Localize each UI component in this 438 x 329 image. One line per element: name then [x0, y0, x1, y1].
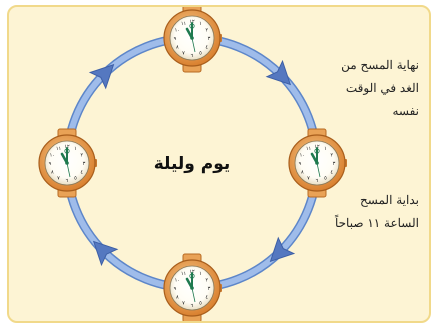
center-label: يوم وليلة [154, 154, 231, 174]
svg-text:٥: ٥ [199, 51, 202, 57]
svg-text:٥: ٥ [74, 176, 77, 182]
svg-text:١١: ١١ [181, 271, 186, 277]
note-start-line-1: بداية المسح [360, 193, 419, 207]
svg-text:١: ١ [324, 146, 327, 152]
svg-text:٦: ٦ [316, 178, 319, 184]
svg-text:٤: ٤ [205, 294, 208, 300]
svg-text:٩: ٩ [299, 161, 302, 167]
svg-text:٢: ٢ [330, 152, 333, 158]
survey-start-note: بداية المسح الساعة ١١ صباحاً [335, 189, 419, 235]
svg-text:٢: ٢ [205, 277, 208, 283]
svg-text:٦: ٦ [191, 53, 194, 59]
note-start-line-2: الساعة ١١ صباحاً [334, 216, 419, 230]
svg-text:١٠: ١٠ [50, 152, 55, 158]
svg-text:٧: ٧ [182, 51, 185, 57]
svg-text:٤: ٤ [80, 169, 83, 175]
svg-text:١: ١ [74, 146, 77, 152]
svg-text:٦: ٦ [66, 178, 69, 184]
svg-text:٣: ٣ [208, 286, 211, 292]
cycle-arrows [88, 59, 296, 267]
svg-text:٣: ٣ [83, 161, 86, 167]
svg-text:٨: ٨ [176, 294, 179, 300]
svg-text:٣: ٣ [333, 161, 336, 167]
svg-text:٢: ٢ [205, 27, 208, 33]
svg-text:٥: ٥ [324, 176, 327, 182]
svg-text:١٢: ١٢ [189, 269, 195, 275]
svg-text:٩: ٩ [174, 36, 177, 42]
svg-text:٤: ٤ [205, 44, 208, 50]
svg-text:١: ١ [199, 271, 202, 277]
svg-text:٨: ٨ [301, 169, 304, 175]
cycle-arrow-icon [269, 236, 296, 263]
svg-text:٩: ٩ [49, 161, 52, 167]
svg-text:٢: ٢ [80, 152, 83, 158]
survey-end-note: نهاية المسح من الغد في الوقت نفسه [341, 54, 419, 123]
cycle-arrow-icon [92, 240, 119, 267]
note-end-line-3: نفسه [392, 104, 419, 118]
svg-text:١٠: ١٠ [175, 277, 180, 283]
svg-text:١: ١ [199, 21, 202, 27]
svg-text:١٢: ١٢ [64, 144, 70, 150]
svg-text:٩: ٩ [174, 286, 177, 292]
svg-text:٧: ٧ [307, 176, 310, 182]
cycle-arrow-icon [88, 63, 115, 90]
svg-text:١٠: ١٠ [300, 152, 305, 158]
note-end-line-1: نهاية المسح من [341, 58, 419, 72]
svg-text:٤: ٤ [330, 169, 333, 175]
svg-text:١١: ١١ [181, 21, 186, 27]
svg-text:٦: ٦ [191, 303, 194, 309]
svg-text:١٢: ١٢ [314, 144, 320, 150]
svg-text:١١: ١١ [306, 146, 311, 152]
svg-text:١٠: ١٠ [175, 27, 180, 33]
svg-text:٧: ٧ [182, 301, 185, 307]
svg-text:٨: ٨ [51, 169, 54, 175]
svg-text:٧: ٧ [57, 176, 60, 182]
svg-text:١١: ١١ [56, 146, 61, 152]
svg-text:١٢: ١٢ [189, 19, 195, 25]
svg-text:٥: ٥ [199, 301, 202, 307]
note-end-line-2: الغد في الوقت [345, 81, 419, 95]
svg-text:٣: ٣ [208, 36, 211, 42]
cycle-arrow-icon [265, 59, 292, 86]
svg-text:٨: ٨ [176, 44, 179, 50]
